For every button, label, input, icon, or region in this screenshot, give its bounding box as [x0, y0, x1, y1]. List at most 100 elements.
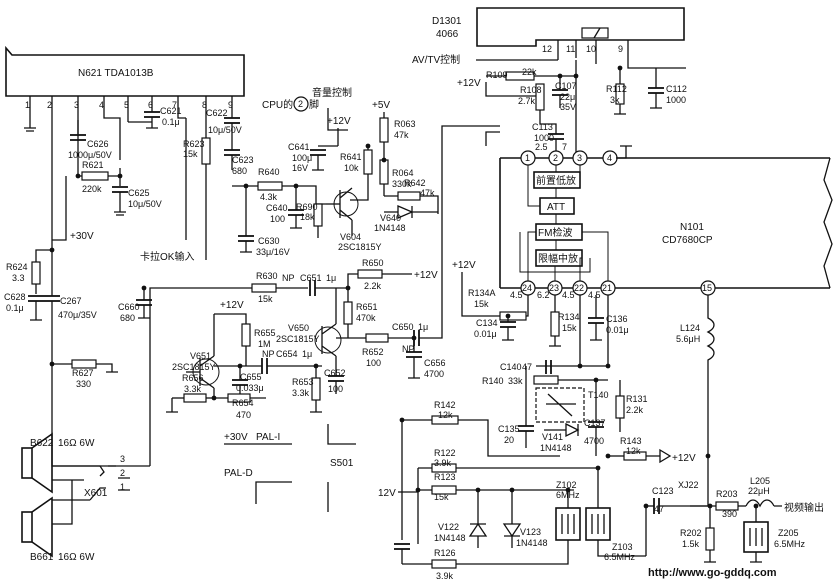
c656-ref: C656 [424, 358, 446, 368]
pal-switch: +30V PAL-I PAL-D S501 [224, 424, 356, 512]
c112-ref: C112 [666, 84, 687, 94]
jack-x601: 3 2 1 X601 [52, 287, 176, 525]
c135-ref: C135 [498, 424, 520, 434]
c626-val: 1000μ/50V [68, 150, 112, 160]
plus12v-a: +12V [327, 116, 351, 127]
c626-ref: C626 [87, 139, 109, 149]
c652-val: 100 [328, 384, 343, 394]
r690-val: 18k [300, 212, 315, 222]
c140-val: 47 [522, 362, 532, 372]
r621: R621 220k +30V [52, 160, 121, 242]
video-out-label: 视频输出 [784, 501, 824, 514]
c621-val: 0.1μ [162, 117, 180, 127]
n101-pin1: 1 [525, 153, 530, 163]
v12-supply: 12V [378, 488, 396, 499]
c660-ref: C660 [118, 302, 140, 312]
r624-ref: R624 [6, 262, 28, 272]
r134a-val: 15k [474, 299, 489, 309]
plus12v-c: +12V [220, 300, 244, 311]
r652-val: 100 [366, 358, 381, 368]
plus12v-e: +12V [452, 260, 476, 271]
r656: R656 3.3k [166, 373, 214, 413]
cpu-pin-num: 2 [298, 99, 303, 109]
v604: V604 2SC1815Y [326, 187, 382, 252]
c654: NP C654 1μ [214, 349, 322, 374]
r126-ref: R126 [434, 548, 456, 558]
r655-val: 1M [258, 339, 271, 349]
c641-v2: 16V [292, 163, 308, 173]
z103-val: 6.5MHz [604, 552, 636, 562]
v650-ref: V650 [288, 323, 309, 333]
c640-ref: C640 [266, 203, 288, 213]
r203-ref: R203 [716, 489, 738, 499]
ic-n621: N621 TDA1013B 1 2 3 4 5 6 7 8 9 [5, 45, 245, 110]
z205-val: 6.5MHz [774, 539, 806, 549]
c660-val: 680 [120, 313, 135, 323]
v650-val: 2SC1815Y [276, 334, 320, 344]
np-2: NP [262, 349, 275, 359]
v604-ref: V604 [340, 232, 361, 242]
c630-ref: C630 [258, 236, 280, 246]
r653-ref: R653 [292, 377, 314, 387]
c134-val: 0.01μ [474, 329, 497, 339]
v123-ref: V123 [520, 527, 541, 537]
r621-ref: R621 [82, 160, 104, 170]
b622-ref: B622 [30, 438, 54, 449]
c655-val: 0.033μ [236, 383, 264, 393]
r630-val: 15k [258, 294, 273, 304]
n101-pin22: 22 [574, 283, 584, 293]
v651: +12V R655 1M V651 2SC1815Y [172, 300, 276, 400]
ic-n101: N101 CD7680CP 1 2 3 4 2.5 7 24 23 22 21 … [485, 131, 833, 300]
c622-val: 10μ/50V [208, 125, 242, 135]
v650: V650 2SC1815Y [276, 288, 366, 368]
c123-ref: C123 [652, 486, 674, 496]
n621-pin8: 8 [202, 100, 207, 110]
n101-pin4: 4 [607, 153, 612, 163]
r112-ref: R112 [606, 84, 627, 94]
r641-val: 10k [344, 163, 359, 173]
n621-label: N621 TDA1013B [78, 68, 154, 79]
block-att: ATT [547, 202, 565, 213]
n101-v-pin21: 4.5 [588, 290, 601, 300]
b622-spec: 16Ω 6W [58, 438, 95, 449]
l205-val: 22μH [748, 486, 770, 496]
r642-val: 47k [420, 188, 435, 198]
c641: C641 100μ 16V [288, 142, 338, 173]
n101-pin23: 23 [549, 283, 559, 293]
pal-d-label: PAL-D [224, 468, 253, 479]
v141-val: 1N4148 [540, 443, 572, 453]
r656-val: 3.3k [184, 384, 202, 394]
plus5v-label: +5V [372, 100, 390, 111]
v651-ref: V651 [190, 351, 211, 361]
r140-ref: R140 [482, 376, 504, 386]
r134-val: 15k [562, 323, 577, 333]
c628-ref: C628 [4, 292, 26, 302]
c652: C652 100 [324, 368, 346, 394]
block-preamp: 前置低放 [536, 174, 576, 187]
np-1: NP [282, 273, 295, 283]
r143-val: 12k [626, 446, 641, 456]
r690: R690 18k [296, 202, 323, 238]
r143-ref: R143 [620, 436, 642, 446]
r651: R651 470k [343, 288, 378, 338]
r652: R652 100 [362, 333, 414, 368]
c651: NP C651 1μ [282, 273, 348, 296]
t140-ref: T140 [588, 390, 609, 400]
n621-pin3: 3 [74, 100, 79, 110]
r652-ref: R652 [362, 347, 384, 357]
ic-d1301: D1301 4066 12 11 10 9 AV/TV控制 [412, 7, 686, 69]
c623-ref: C623 [232, 155, 254, 165]
pal-i-label: PAL-I [256, 432, 280, 443]
v122-ref: V122 [438, 522, 459, 532]
c113-ref: C113 [532, 122, 553, 132]
c630: C630 33μ/16V [238, 186, 290, 257]
r641-ref: R641 [340, 152, 362, 162]
plus12v-r143: +12V [672, 453, 696, 464]
v141-ref: V141 [542, 432, 563, 442]
c623: C623 680 [224, 140, 254, 176]
c660: C660 680 [118, 288, 152, 323]
c267-val: 470μ/35V [58, 310, 97, 320]
r642: R642 47k [397, 178, 439, 214]
c621-ref: C621 [160, 106, 182, 116]
c623-val: 680 [232, 166, 247, 176]
